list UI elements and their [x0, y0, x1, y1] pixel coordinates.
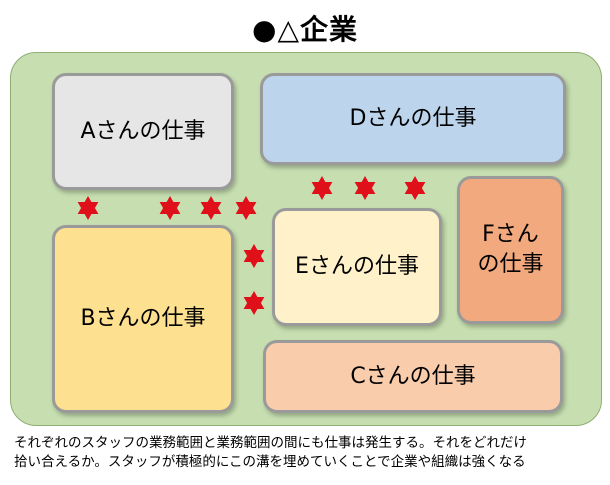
- box-c-label: Cさんの仕事: [350, 363, 476, 389]
- box-a-label: Aさんの仕事: [80, 118, 206, 144]
- box-d-work: Dさんの仕事: [260, 73, 566, 165]
- box-f-work: Fさん の仕事: [457, 176, 564, 324]
- box-e-label: Eさんの仕事: [295, 254, 419, 280]
- caption-line1: それぞれのスタッフの業務範囲と業務範囲の間にも仕事は発生する。それをどれだけ: [14, 435, 527, 451]
- box-d-label: Dさんの仕事: [349, 106, 477, 132]
- caption-line2: 拾い合えるか。スタッフが積極的にこの溝を埋めていくことで企業や組織は強くなる: [14, 454, 526, 470]
- box-b-work: Bさんの仕事: [52, 225, 234, 413]
- caption: それぞれのスタッフの業務範囲と業務範囲の間にも仕事は発生する。それをどれだけ 拾…: [14, 434, 604, 472]
- box-f-label-line1: Fさん: [482, 222, 539, 248]
- box-e-work: Eさんの仕事: [272, 208, 442, 326]
- diagram-title: ●△企業: [252, 13, 358, 46]
- box-b-label: Bさんの仕事: [80, 306, 206, 332]
- box-c-work: Cさんの仕事: [263, 340, 563, 413]
- box-a-work: Aさんの仕事: [52, 73, 234, 190]
- box-f-label-line2: の仕事: [477, 252, 544, 277]
